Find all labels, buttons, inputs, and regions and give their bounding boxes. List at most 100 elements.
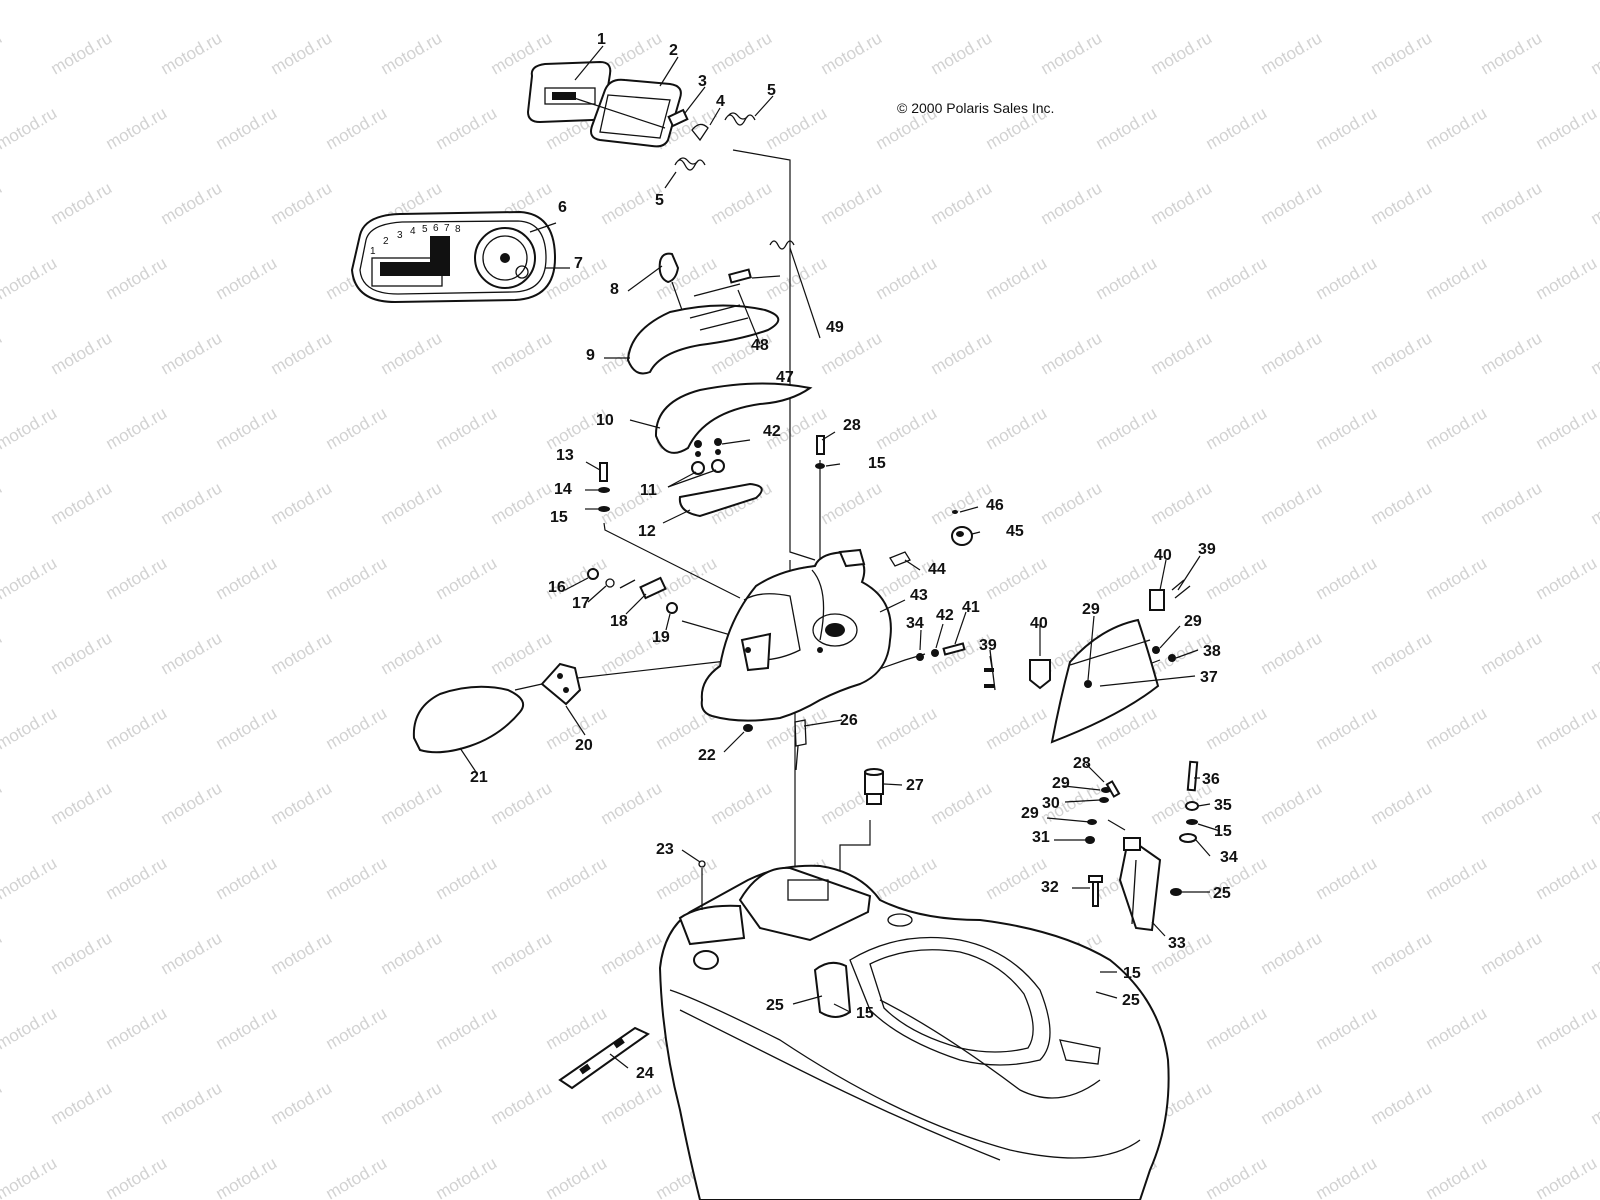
part-48-cable <box>693 283 741 297</box>
watermark-text: motod.ru <box>48 778 116 828</box>
watermark-text: motod.ru <box>1258 28 1326 78</box>
watermark-text: motod.ru <box>48 328 116 378</box>
callout-c19: 19 <box>652 629 670 646</box>
watermark-text: motod.ru <box>1258 778 1326 828</box>
watermark-text: motod.ru <box>1313 553 1381 603</box>
watermark-text: motod.ru <box>0 328 5 378</box>
part-9-upper-cover <box>626 304 780 375</box>
callout-c26: 26 <box>840 712 858 729</box>
gauge-tick-label: 3 <box>397 230 403 241</box>
watermark-text: motod.ru <box>708 28 776 78</box>
watermark-text: motod.ru <box>763 103 831 153</box>
callout-c25a: 25 <box>766 997 784 1014</box>
watermark-text: motod.ru <box>0 1003 60 1053</box>
watermark-text: motod.ru <box>323 103 391 153</box>
watermark-text: motod.ru <box>48 628 116 678</box>
watermark-text: motod.ru <box>323 0 391 3</box>
watermark-text: motod.ru <box>1313 253 1381 303</box>
part-32-bolt <box>1088 875 1103 907</box>
part-34-washer-center <box>916 653 924 661</box>
watermark-text: motod.ru <box>1368 778 1436 828</box>
watermark-text: motod.ru <box>488 778 556 828</box>
watermark-text: motod.ru <box>1148 478 1216 528</box>
watermark-text: motod.ru <box>433 553 501 603</box>
gauge-tick-label: 1 <box>370 246 376 257</box>
watermark-text: motod.ru <box>158 1078 226 1128</box>
watermark-text: motod.ru <box>1258 328 1326 378</box>
callout-c20: 20 <box>575 737 593 754</box>
watermark-text: motod.ru <box>103 703 171 753</box>
watermark-text: motod.ru <box>1423 253 1491 303</box>
callout-c40a: 40 <box>1154 547 1172 564</box>
callout-c3: 3 <box>698 73 707 90</box>
watermark-text: motod.ru <box>103 1003 171 1053</box>
watermark-text: motod.ru <box>1148 28 1216 78</box>
watermark-text: motod.ru <box>983 703 1051 753</box>
watermark-text: motod.ru <box>983 403 1051 453</box>
watermark-text: motod.ru <box>598 1078 666 1128</box>
callout-c33: 33 <box>1168 935 1186 952</box>
watermark-text: motod.ru <box>0 178 5 228</box>
callout-c46: 46 <box>986 497 1004 514</box>
part-5-spring-lower <box>674 157 706 171</box>
part-23-pin <box>698 860 706 910</box>
watermark-text: motod.ru <box>543 853 611 903</box>
watermark-text: motod.ru <box>488 928 556 978</box>
callout-c29a: 29 <box>1082 601 1100 618</box>
watermark-text: motod.ru <box>1313 1153 1381 1200</box>
callout-c25b: 25 <box>1213 885 1231 902</box>
watermark-text: motod.ru <box>1368 628 1436 678</box>
callout-c5b: 5 <box>655 192 664 209</box>
callout-c34b: 34 <box>1220 849 1238 866</box>
watermark-text: motod.ru <box>323 403 391 453</box>
watermark-text: motod.ru <box>1533 553 1600 603</box>
part-45-grommet <box>951 526 973 546</box>
part-24-plate <box>558 1026 650 1090</box>
watermark-text: motod.ru <box>213 403 281 453</box>
watermark-text: motod.ru <box>433 1003 501 1053</box>
callout-c28a: 28 <box>843 417 861 434</box>
watermark-text: motod.ru <box>488 1078 556 1128</box>
watermark-text: motod.ru <box>158 778 226 828</box>
part-22-grommet <box>743 724 753 732</box>
watermark-text: motod.ru <box>158 628 226 678</box>
watermark-text: motod.ru <box>873 703 941 753</box>
callout-c30: 30 <box>1042 795 1060 812</box>
callout-c29c: 29 <box>1021 805 1039 822</box>
callout-c14: 14 <box>554 481 572 498</box>
watermark-text: motod.ru <box>268 928 336 978</box>
watermark-text: motod.ru <box>653 553 721 603</box>
watermark-text: motod.ru <box>103 1153 171 1200</box>
watermark-text: motod.ru <box>268 478 336 528</box>
watermark-text: motod.ru <box>1533 853 1600 903</box>
watermark-text: motod.ru <box>1313 1003 1381 1053</box>
watermark-text: motod.ru <box>433 403 501 453</box>
callout-c29d: 29 <box>1184 613 1202 630</box>
part-47-fitting <box>728 268 752 284</box>
part-20-bracket <box>540 662 582 706</box>
watermark-text: motod.ru <box>928 478 996 528</box>
watermark-text: motod.ru <box>0 103 60 153</box>
part-33-steering-post <box>1118 837 1162 932</box>
watermark-text: motod.ru <box>1478 178 1546 228</box>
watermark-text: motod.ru <box>1368 928 1436 978</box>
watermark-text: motod.ru <box>1588 1078 1600 1128</box>
watermark-text: motod.ru <box>543 1153 611 1200</box>
watermark-text: motod.ru <box>158 928 226 978</box>
watermark-text: motod.ru <box>0 0 60 3</box>
callout-c15b: 15 <box>868 455 886 472</box>
callout-c45: 45 <box>1006 523 1024 540</box>
callout-c22: 22 <box>698 747 716 764</box>
watermark-text: motod.ru <box>488 328 556 378</box>
watermark-text: motod.ru <box>268 1078 336 1128</box>
watermark-text: motod.ru <box>48 178 116 228</box>
callout-c39a: 39 <box>979 637 997 654</box>
watermark-text: motod.ru <box>1148 178 1216 228</box>
watermark-text: motod.ru <box>103 853 171 903</box>
watermark-text: motod.ru <box>1093 253 1161 303</box>
watermark-text: motod.ru <box>543 0 611 3</box>
watermark-text: motod.ru <box>1588 778 1600 828</box>
watermark-text: motod.ru <box>1313 103 1381 153</box>
gauge-tick-label: 7 <box>444 223 450 234</box>
